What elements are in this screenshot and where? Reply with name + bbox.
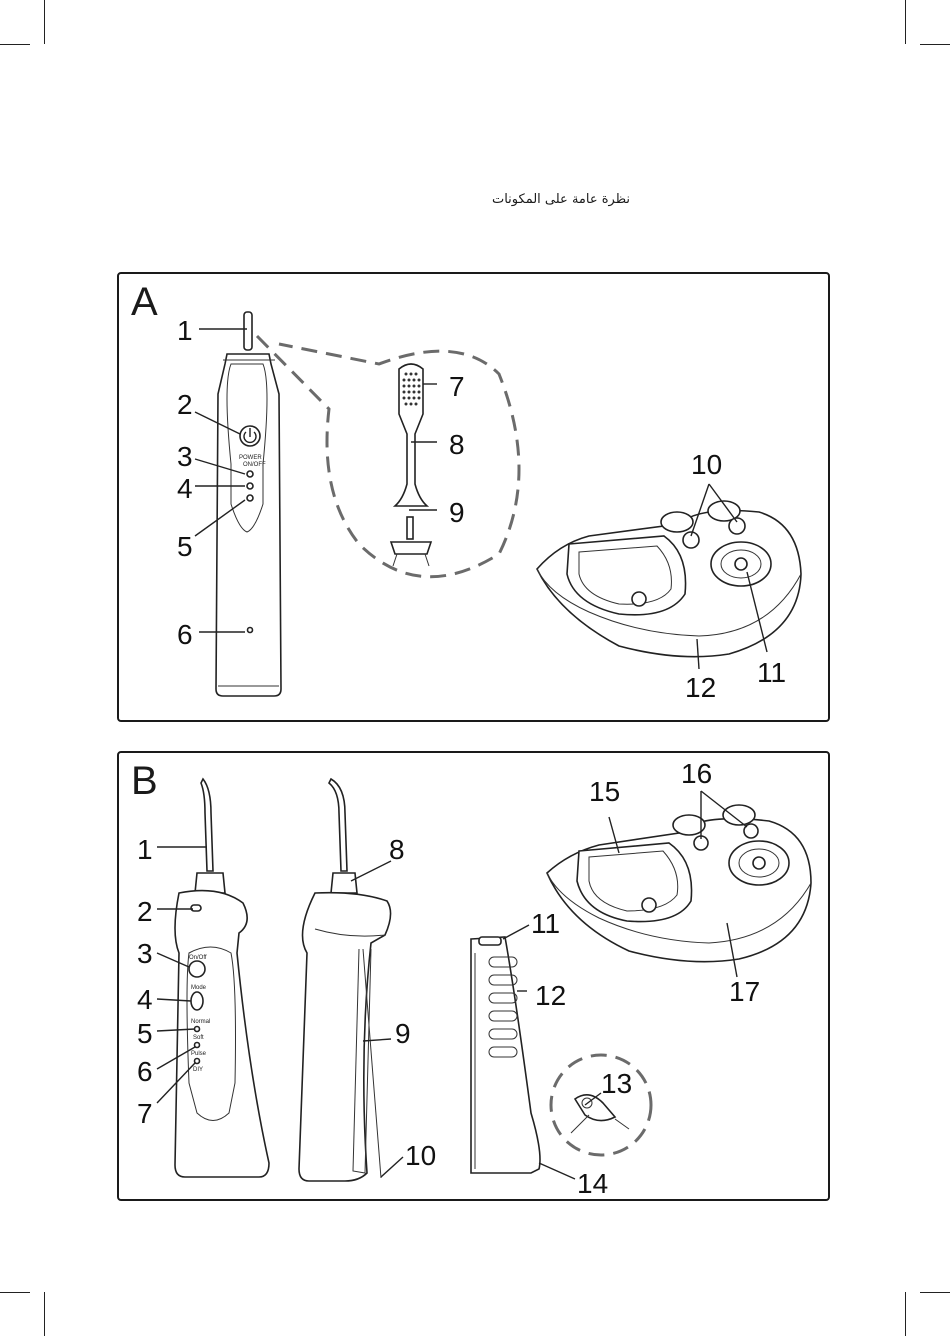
irrigator-front: On/Off Mode Normal Soft Pulse DIY bbox=[175, 779, 269, 1177]
crop-mark bbox=[0, 44, 30, 45]
label-7: 7 bbox=[449, 371, 465, 402]
label-2: 2 bbox=[137, 896, 153, 927]
label-2: 2 bbox=[177, 389, 193, 420]
label-14: 14 bbox=[577, 1168, 608, 1199]
label-6: 6 bbox=[177, 619, 193, 650]
label-4: 4 bbox=[177, 473, 193, 504]
label-1: 1 bbox=[177, 315, 193, 346]
label-11: 11 bbox=[531, 908, 560, 939]
label-4: 4 bbox=[137, 984, 153, 1015]
mode-diy-text: DIY bbox=[193, 1067, 203, 1073]
crop-mark bbox=[905, 1292, 906, 1336]
water-reservoir bbox=[471, 937, 540, 1173]
label-16: 16 bbox=[681, 758, 712, 789]
charging-base bbox=[547, 805, 811, 962]
crop-mark bbox=[920, 44, 950, 45]
label-15: 15 bbox=[589, 776, 620, 807]
valve-detail bbox=[571, 1095, 629, 1133]
power-text: POWER bbox=[239, 455, 262, 461]
label-1: 1 bbox=[137, 834, 153, 865]
label-11: 11 bbox=[757, 657, 786, 688]
label-12: 12 bbox=[685, 672, 716, 703]
label-17: 17 bbox=[729, 976, 760, 1007]
label-8: 8 bbox=[449, 429, 465, 460]
label-5: 5 bbox=[177, 531, 193, 562]
mode-pulse-text: Pulse bbox=[191, 1051, 207, 1057]
crop-mark bbox=[920, 1292, 950, 1293]
label-10: 10 bbox=[405, 1140, 436, 1171]
label-10: 10 bbox=[691, 449, 722, 480]
mode-soft-text: Soft bbox=[193, 1035, 204, 1041]
button-mode-text: Mode bbox=[191, 985, 207, 991]
mode-normal-text: Normal bbox=[191, 1019, 210, 1025]
page-title: نظرة عامة على المكونات bbox=[470, 192, 630, 207]
label-6: 6 bbox=[137, 1056, 153, 1087]
oral-irrigator-diagram: On/Off Mode Normal Soft Pulse DIY bbox=[119, 753, 828, 1199]
brush-head-detail bbox=[391, 364, 431, 566]
panel-a: A POWER ON/OFF bbox=[117, 272, 830, 722]
label-3: 3 bbox=[137, 938, 153, 969]
button-onoff-text: On/Off bbox=[189, 955, 207, 961]
label-8: 8 bbox=[389, 834, 405, 865]
charging-base bbox=[537, 501, 801, 657]
label-5: 5 bbox=[137, 1018, 153, 1049]
irrigator-side bbox=[299, 779, 391, 1181]
label-9: 9 bbox=[395, 1018, 411, 1049]
power-sub-text: ON/OFF bbox=[243, 462, 266, 468]
toothbrush-diagram: POWER ON/OFF bbox=[119, 274, 828, 720]
crop-mark bbox=[0, 1292, 30, 1293]
label-12: 12 bbox=[535, 980, 566, 1011]
label-3: 3 bbox=[177, 441, 193, 472]
panel-b: B On/Off Mode Normal Soft Pulse DIY bbox=[117, 751, 830, 1201]
label-9: 9 bbox=[449, 497, 465, 528]
label-7: 7 bbox=[137, 1098, 153, 1129]
crop-mark bbox=[44, 0, 45, 44]
crop-mark bbox=[44, 1292, 45, 1336]
label-13: 13 bbox=[601, 1068, 632, 1099]
crop-mark bbox=[905, 0, 906, 44]
toothbrush-handle: POWER ON/OFF bbox=[216, 312, 281, 696]
zoom-callout bbox=[257, 336, 519, 577]
